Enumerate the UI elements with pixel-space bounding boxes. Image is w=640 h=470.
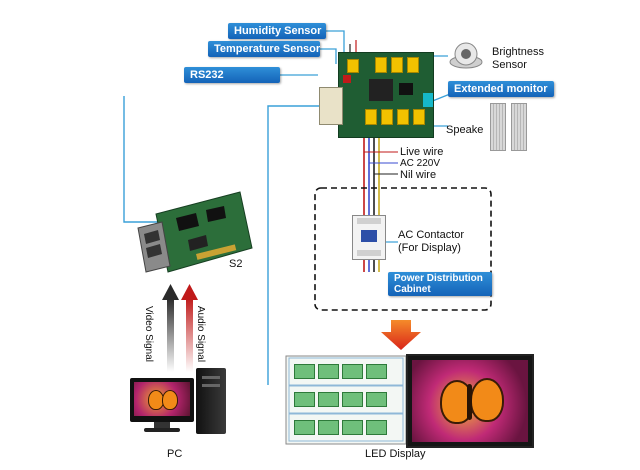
ac-220v-label: AC 220V — [400, 158, 441, 169]
speaker-right — [511, 103, 527, 151]
nil-wire-label: Nil wire — [400, 169, 437, 181]
brightness-sensor-label: Brightness — [492, 46, 544, 58]
brightness-sensor-icon — [448, 40, 484, 70]
speaker-left — [490, 103, 506, 151]
humidity-line — [326, 30, 345, 60]
down-arrow-icon — [381, 320, 421, 350]
led-display-label: LED Display — [365, 448, 426, 460]
power-cabinet-tag: Power Distribution Cabinet — [388, 272, 492, 296]
pc-monitor — [130, 378, 196, 432]
audio-signal-label: Audio Signal — [195, 305, 207, 363]
led-display-screen — [406, 354, 534, 448]
audio-signal-arrow — [181, 284, 198, 372]
power-cabinet-box — [314, 187, 492, 311]
ac-contactor — [352, 215, 386, 260]
speaker-label: Speake — [446, 124, 484, 136]
humidity-sensor-tag: Humidity Sensor — [228, 23, 326, 39]
multifunction-card — [319, 52, 434, 138]
power-cabinet-label: Power Distribution — [394, 273, 483, 284]
s2-label: S2 — [229, 258, 243, 270]
live-wire-label: Live wire — [400, 146, 444, 158]
power-cabinet-sublabel: Cabinet — [394, 284, 431, 295]
extended-monitor-tag: Extended monitor — [448, 81, 554, 97]
rs232-tag: RS232 — [184, 67, 280, 83]
video-signal-label: Video Signal — [142, 306, 154, 362]
ac-contactor-sublabel: (For Display) — [398, 242, 461, 254]
temperature-line — [320, 48, 337, 64]
temperature-sensor-tag: Temperature Sensor — [208, 41, 320, 57]
video-signal-arrow — [162, 284, 179, 372]
sending-card-s2 — [136, 188, 254, 274]
brightness-sensor-label-2: Sensor — [492, 59, 527, 71]
rs232-line — [123, 96, 162, 223]
ac-contactor-label: AC Contactor — [398, 229, 465, 241]
pc-label: PC — [167, 448, 183, 460]
pc-tower — [196, 368, 226, 434]
display-signal-line — [267, 105, 340, 385]
